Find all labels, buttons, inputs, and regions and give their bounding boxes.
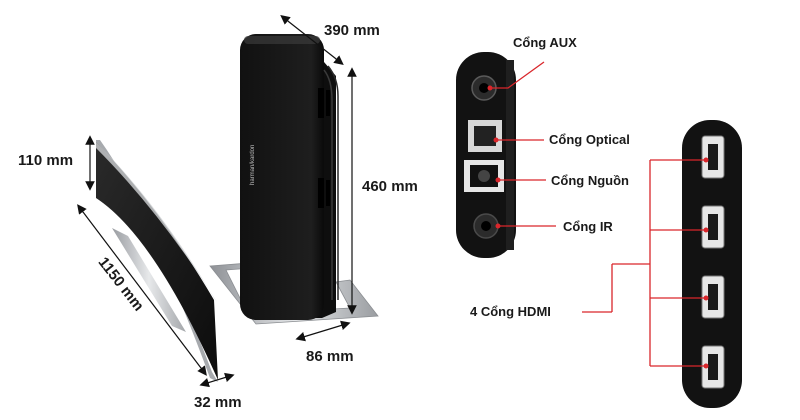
width-arrow [280,15,344,65]
soundbar [96,140,218,382]
port-callouts [490,61,556,227]
depth-sub-arrow [295,320,351,342]
height-label: 460 mm [362,178,418,195]
length-arrow [77,204,207,376]
aux-label: Cổng AUX [513,35,577,50]
bar-height-label: 110 mm [18,152,74,169]
port-panel [456,52,516,258]
port-panel-body [456,52,516,258]
soundbar-rim [96,142,217,302]
bar-depth-arrow [199,372,235,388]
hdmi-panel [682,120,742,408]
optical-label: Cổng Optical [549,132,630,147]
hdmi-label: 4 Cổng HDMI [470,304,551,319]
aux-callout [490,61,545,89]
power-label: Cổng Nguồn [551,173,629,188]
hdmi-panel-body [682,120,742,408]
brand-mark: harman/kardon [250,145,256,185]
subwoofer [209,34,379,325]
dimension-arrows [77,15,357,388]
width-label: 390 mm [324,22,380,39]
hdmi-callouts [582,159,706,367]
bar-depth-label: 32 mm [194,394,242,411]
subwoofer-body [240,34,324,320]
ir-label: Cổng IR [563,219,613,234]
depth-sub-label: 86 mm [306,348,354,365]
